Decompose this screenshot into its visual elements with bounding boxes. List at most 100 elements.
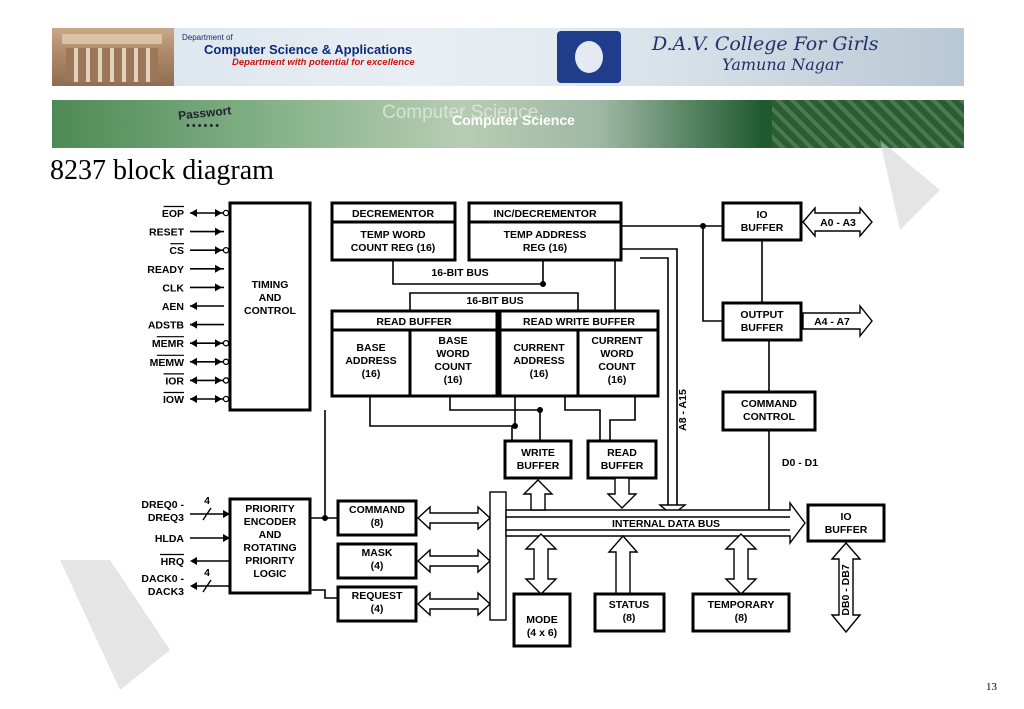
read-buffer-block (330, 309, 499, 398)
page-number: 13 (986, 681, 997, 693)
arrow-left (190, 320, 197, 329)
mode-register-block (512, 592, 572, 648)
bus-2-line (409, 292, 579, 311)
read-buffer-small-label-line-1: BUFFER (601, 460, 644, 472)
banner-top-strip: Department of Computer Science & Applica… (52, 28, 964, 86)
timing-control-label-line-2: CONTROL (244, 305, 296, 317)
dack-slash (202, 579, 212, 593)
arrow-right (215, 357, 222, 366)
base-address-label-line-0: BASE (356, 342, 385, 354)
signal-label-iow: IOW (163, 394, 184, 406)
read-buffer-bus-arrow (606, 477, 638, 509)
read-buffer-small-block (586, 439, 658, 480)
arrow-right (215, 246, 222, 255)
priority-encoder-block (228, 497, 312, 595)
dack-label: DACK0 - (141, 573, 184, 585)
banner-bottom-strip: Passwort •••••• Computer Science Compute… (52, 100, 964, 148)
signal-label-memr: MEMR (152, 338, 184, 350)
banner-text: Computer Science (452, 112, 575, 128)
a8-a15-line-inner (640, 257, 669, 505)
priority-encoder-label-line-2: AND (259, 529, 282, 541)
temporary-register-label-line-1: (8) (735, 612, 748, 624)
header-banner: Department of Computer Science & Applica… (52, 28, 964, 148)
current-word-count-label-line-0: CURRENT (591, 335, 643, 347)
college-name-block: D.A.V. College For Girls Yamuna Nagar (652, 33, 879, 74)
bus-1-line (392, 260, 544, 285)
output-buffer-label-line-0: OUTPUT (740, 309, 784, 321)
a4-a7-arrow (802, 304, 873, 338)
arrow-left (190, 557, 197, 565)
current-to-read-line (564, 396, 601, 441)
arrow-right (215, 376, 222, 385)
output-buffer-label-line-1: BUFFER (741, 322, 784, 334)
priority-encoder-label-line-1: ENCODER (244, 516, 297, 528)
junction-dot (537, 407, 543, 413)
arrow-left (190, 395, 197, 403)
arrow-right (223, 534, 230, 542)
write-buffer-label-line-0: WRITE (521, 447, 555, 459)
signal-label-ior: IOR (165, 375, 184, 387)
current-word-count-label-line-1: WORD (600, 348, 634, 360)
mask-bus-arrow (416, 548, 492, 574)
temp-word-count-label-line-1: COUNT REG (16) (351, 242, 436, 254)
signal-label-adstb: ADSTB (148, 320, 185, 332)
arrow-right (223, 510, 230, 518)
inc-decrementor-block (467, 201, 623, 262)
hrq-label: HRQ (161, 556, 184, 568)
base-word-to-write-line (449, 396, 541, 441)
current-address-label-line-2: (16) (530, 368, 549, 380)
request-bus-arrow (416, 591, 492, 617)
dreq-label: DREQ0 - (141, 499, 184, 511)
command-control-label-line-1: CONTROL (743, 411, 795, 423)
college-building-photo (52, 28, 174, 86)
arrow-right (215, 339, 222, 348)
temporary-bus-arrow (724, 533, 758, 595)
base-word-count-label-line-0: BASE (438, 335, 467, 347)
priority-to-request-line (310, 589, 338, 599)
mode-register-label-line-1: (4 x 6) (527, 627, 557, 639)
request-register-label-line-0: REQUEST (352, 590, 403, 602)
status-register-block (593, 592, 666, 633)
io-buffer-bottom-label-line-0: IO (840, 511, 851, 523)
signal-bubble (222, 358, 230, 366)
io-buffer-bottom-label-line-1: BUFFER (825, 524, 868, 536)
banner-text-faded: Computer Science (382, 102, 539, 123)
decrementor-block (330, 201, 457, 262)
internal-bus-fill (508, 511, 792, 535)
priority-encoder-label-line-4: PRIORITY (245, 555, 295, 567)
arrow-right (215, 395, 222, 403)
dack-label-2: DACK3 (148, 586, 184, 598)
write-buffer-block (503, 439, 573, 480)
circuit-board-image (772, 100, 964, 148)
dreq-label-2: DREQ3 (148, 512, 184, 524)
current-word-count-label-line-3: (16) (608, 374, 627, 386)
slide-title: 8237 block diagram (50, 155, 274, 186)
watermark-mark (60, 560, 170, 690)
dreq-slash (202, 507, 212, 521)
command-control-label-line-0: COMMAND (741, 398, 797, 410)
base-address-to-write-line (369, 396, 513, 441)
bus-2-label: 16-BIT BUS (466, 295, 523, 307)
current-address-label-line-1: ADDRESS (513, 355, 564, 367)
read-buffer-title: READ BUFFER (376, 316, 452, 328)
arrow-right (215, 264, 222, 273)
io-buffer-top-label-line-0: IO (756, 209, 767, 221)
command-register-label-line-1: (8) (371, 517, 384, 529)
command-register-block (336, 499, 418, 537)
command-bus-arrow (416, 505, 492, 531)
current-word-count-label-line-2: COUNT (598, 361, 636, 373)
timing-control-label-line-1: AND (259, 292, 282, 304)
status-register-label-line-1: (8) (623, 612, 636, 624)
signal-label-ready: READY (147, 264, 184, 276)
arrow-right (215, 209, 222, 217)
read-buffer-small-label-line-0: READ (607, 447, 637, 459)
department-name: Computer Science & Applications (204, 42, 413, 57)
college-emblem-icon (557, 31, 621, 83)
a8-a15-label: A8 - A15 (677, 389, 689, 431)
db0-db7-label: DB0 - DB7 (840, 564, 852, 616)
signal-label-clk: CLK (162, 282, 184, 294)
login-dots: •••••• (186, 120, 222, 132)
signal-bubble (222, 209, 230, 217)
temp-word-count-label-line-0: TEMP WORD (360, 229, 426, 241)
